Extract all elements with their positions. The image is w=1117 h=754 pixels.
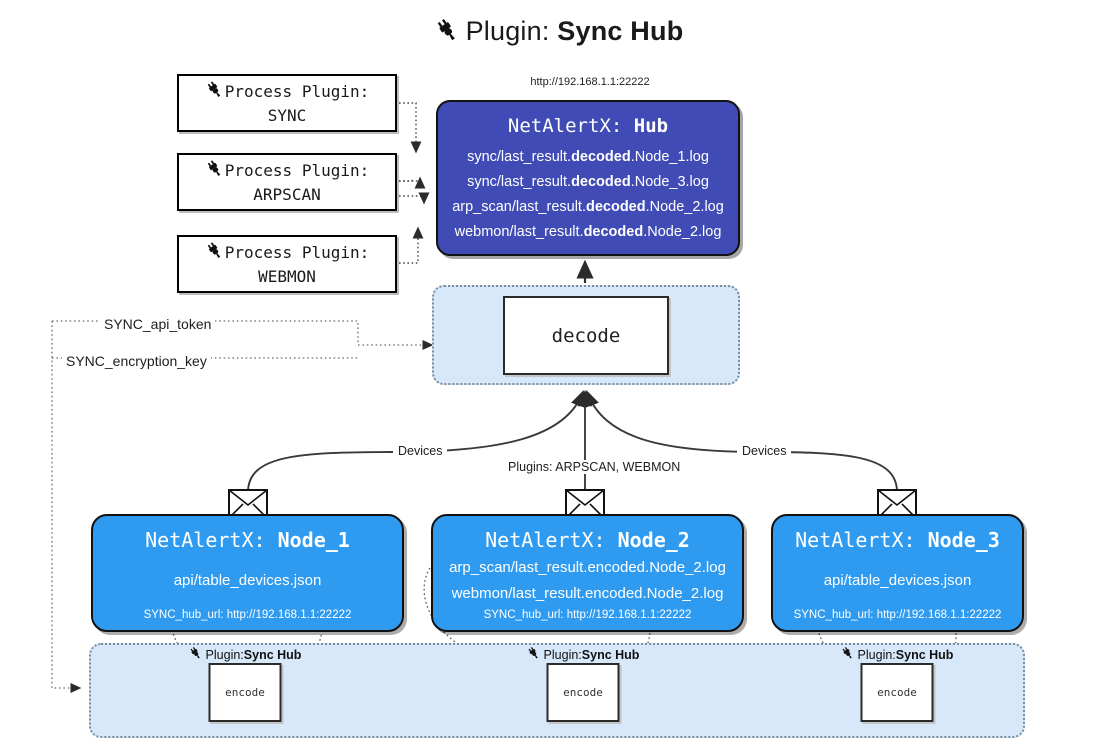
node-title: NetAlertX: Node_3 [795, 528, 1000, 552]
process-plugin-arpscan-name: ARPSCAN [253, 184, 321, 204]
edge-label-devices-right: Devices [737, 444, 792, 458]
hub-url-label: http://192.168.1.1:22222 [530, 76, 650, 88]
wire-arpscan-to-hub [399, 176, 426, 189]
hub-row-list: sync/last_result.decoded.Node_1.log sync… [438, 145, 738, 245]
wire-sync-to-hub [399, 102, 422, 154]
node-footer: SYNC_hub_url: http://192.168.1.1:22222 [793, 609, 1002, 621]
sync-api-token-label: SYNC_api_token [100, 316, 216, 332]
encoder-plugin-label: Plugin: Sync Hub [841, 646, 953, 663]
node-lines: arp_scan/last_result.encoded.Node_2.log … [433, 552, 742, 609]
node-footer: SYNC_hub_url: http://192.168.1.1:22222 [483, 609, 692, 621]
process-plugin-sync[interactable]: Process Plugin: SYNC [177, 74, 397, 132]
encoder-group-node-2: Plugin: Sync Hub encode [528, 646, 639, 726]
node-box-node-3[interactable]: NetAlertX: Node_3 api/table_devices.json… [771, 514, 1024, 632]
process-plugin-sync-line1: Process Plugin: [205, 80, 370, 105]
hub-title-name: Hub [633, 115, 669, 137]
title-name: Sync Hub [557, 16, 684, 46]
wire-node1-to-decode [247, 390, 585, 493]
wire-arpscan-to-hub2 [399, 192, 430, 205]
node-line: webmon/last_result.encoded.Node_2.log [451, 585, 724, 602]
process-plugin-webmon-line1: Process Plugin: [205, 241, 370, 266]
node-lines: api/table_devices.json [93, 552, 402, 609]
encoder-group-node-1: Plugin: Sync Hub encode [190, 646, 301, 726]
hub-row: sync/last_result.decoded.Node_1.log [467, 149, 709, 165]
process-plugin-arpscan-label: Process Plugin: [224, 161, 370, 181]
hub-title: NetAlertX: Hub [438, 115, 738, 137]
node-line: arp_scan/last_result.encoded.Node_2.log [449, 559, 726, 576]
plug-icon [205, 241, 224, 266]
process-plugin-webmon-name: WEBMON [258, 266, 316, 286]
edge-label-devices-left: Devices [393, 444, 448, 458]
hub-box[interactable]: NetAlertX: Hub sync/last_result.decoded.… [436, 100, 740, 256]
node-box-node-1[interactable]: NetAlertX: Node_1 api/table_devices.json… [91, 514, 404, 632]
process-plugin-sync-name: SYNC [267, 105, 307, 125]
wire-webmon-to-hub [399, 226, 424, 264]
envelope-icon [228, 489, 268, 524]
hub-row: webmon/last_result.decoded.Node_2.log [454, 224, 722, 240]
node-lines: api/table_devices.json [773, 552, 1022, 609]
hub-row: sync/last_result.decoded.Node_3.log [467, 174, 709, 190]
process-plugin-webmon[interactable]: Process Plugin: WEBMON [177, 235, 397, 293]
process-plugin-webmon-label: Process Plugin: [224, 243, 370, 263]
wire-encryption-key [51, 321, 82, 694]
hub-title-prefix: NetAlertX: [507, 115, 634, 137]
encoder-plugin-label: Plugin: Sync Hub [527, 646, 639, 663]
node-line: api/table_devices.json [823, 572, 972, 589]
node-title: NetAlertX: Node_1 [145, 528, 350, 552]
envelope-icon [877, 489, 917, 524]
plug-icon [189, 646, 203, 663]
encode-box[interactable]: encode [208, 663, 282, 722]
plug-icon [841, 646, 855, 663]
node-title: NetAlertX: Node_2 [485, 528, 690, 552]
node-box-node-2[interactable]: NetAlertX: Node_2 arp_scan/last_result.e… [431, 514, 744, 632]
plug-icon [434, 17, 460, 50]
process-plugin-sync-label: Process Plugin: [224, 82, 370, 102]
edge-label-plugins: Plugins: ARPSCAN, WEBMON [503, 460, 686, 474]
sync-encryption-key-label: SYNC_encryption_key [62, 353, 211, 369]
encode-box[interactable]: encode [860, 663, 934, 722]
wire-arpscan-stub [399, 179, 413, 182]
wire-node3-to-decode [585, 390, 898, 493]
node-footer: SYNC_hub_url: http://192.168.1.1:22222 [143, 609, 352, 621]
plug-icon [527, 646, 541, 663]
plug-icon [205, 159, 224, 184]
encoder-plugin-label: Plugin: Sync Hub [189, 646, 301, 663]
hub-row: arp_scan/last_result.decoded.Node_2.log [452, 199, 724, 215]
encoder-group-node-3: Plugin: Sync Hub encode [842, 646, 953, 726]
title-prefix: Plugin: [465, 16, 558, 46]
process-plugin-arpscan-line1: Process Plugin: [205, 159, 370, 184]
encode-box[interactable]: encode [546, 663, 620, 722]
process-plugin-arpscan[interactable]: Process Plugin: ARPSCAN [177, 153, 397, 211]
node-line: api/table_devices.json [173, 572, 322, 589]
plug-icon [205, 80, 224, 105]
decode-box[interactable]: decode [503, 296, 669, 375]
page-title: Plugin: Sync Hub [0, 16, 1117, 50]
